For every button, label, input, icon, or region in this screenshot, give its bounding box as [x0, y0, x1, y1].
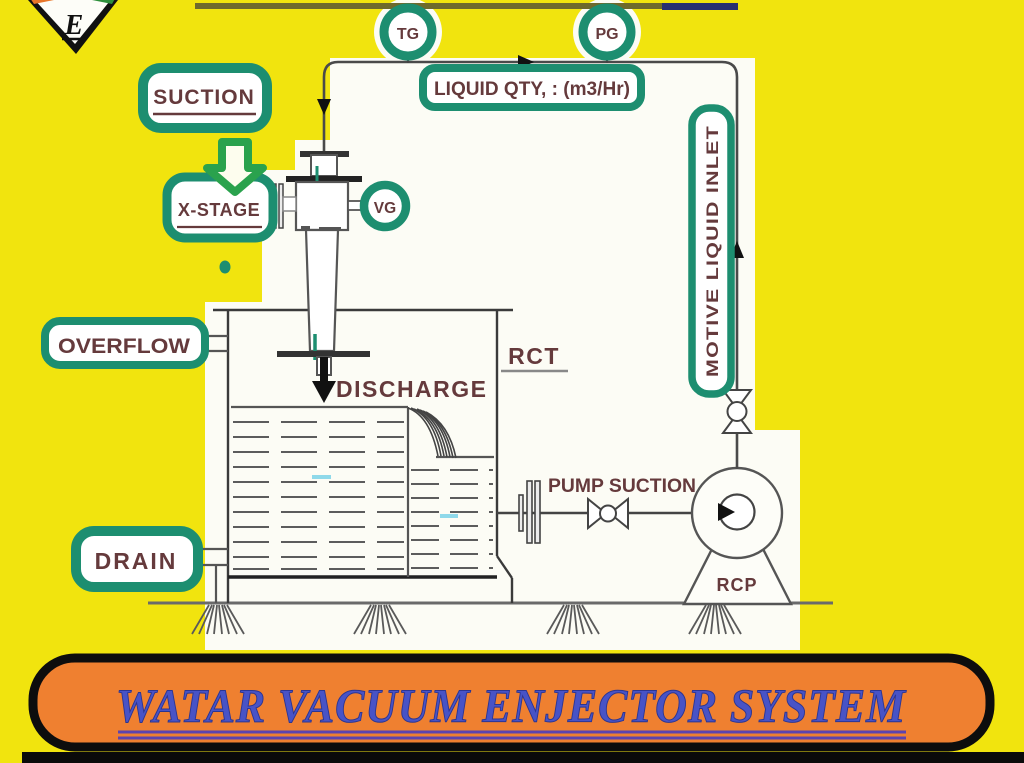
top-left-elbow	[322, 60, 339, 78]
pump-suction-valve	[587, 496, 629, 531]
gauges: TG PG VG	[359, 3, 636, 232]
tank-right-chamfer	[496, 555, 513, 579]
discharge-flange	[277, 351, 370, 357]
ejector-assembly	[271, 151, 370, 403]
water-dashes-right	[411, 469, 493, 569]
ejector-diffuser-pipe	[304, 228, 340, 353]
logo-orange-corner	[31, 0, 54, 4]
liquid-qty-tag: LIQUID QTY, : (m3/Hr)	[419, 64, 645, 111]
waterfall-over-weir	[407, 407, 457, 459]
pg-label: PG	[595, 26, 618, 43]
discharge-arrow-head-icon	[312, 381, 336, 403]
motive-liquid-inlet-label: MOTIVE LIQUID INLET	[703, 125, 722, 377]
pump-suction-label: PUMP SUCTION	[548, 476, 696, 497]
rct-label: RCT	[508, 343, 560, 369]
rcp-label: RCP	[716, 575, 757, 595]
earth-hatch-tank	[353, 604, 407, 635]
overflow-box	[41, 317, 209, 369]
motive-liquid-inlet-tag: MOTIVE LIQUID INLET	[688, 104, 735, 398]
liquid-qty-box	[419, 64, 645, 111]
recirculation-pump: RCP	[682, 466, 793, 606]
tank-water	[231, 405, 494, 577]
flow-arrow-down-icon	[317, 99, 331, 115]
valve-wheel	[726, 401, 748, 422]
logo-diamond	[34, 0, 111, 44]
title-banner: WATAR VACUUM ENJECTOR SYSTEM	[28, 653, 995, 752]
pump-flow-arrow-icon	[718, 503, 735, 521]
title-text: WATAR VACUUM ENJECTOR SYSTEM	[116, 680, 907, 733]
ejector-neck	[310, 154, 338, 177]
logo-letter: E	[64, 10, 84, 41]
green-dot	[219, 260, 231, 274]
suction-tag: SUCTION	[138, 63, 272, 133]
suction-connector	[282, 196, 297, 212]
temperature-gauge-icon	[379, 3, 437, 61]
top-right-elbow	[721, 60, 739, 78]
earth-hatch-left	[191, 604, 245, 635]
x-stage-label: X-STAGE	[178, 200, 260, 220]
liquid-qty-label: LIQUID QTY, : (m3/Hr)	[434, 79, 630, 100]
top-olive-line	[195, 3, 665, 9]
ejector-body	[294, 180, 350, 232]
earth-hatch-pump	[688, 604, 742, 635]
vacuum-gauge-icon	[359, 180, 411, 232]
title-box	[28, 653, 995, 752]
green-down-arrow-icon	[203, 138, 267, 196]
top-navy-line	[662, 3, 738, 10]
drain-label: DRAIN	[95, 548, 178, 574]
valve-wheel	[599, 504, 617, 523]
logo-green-corner	[92, 0, 115, 4]
pressure-gauge-icon	[578, 3, 636, 61]
discharge-arrow-shaft	[320, 357, 328, 383]
tg-label: TG	[397, 26, 419, 43]
suction-flange	[518, 480, 541, 544]
motive-inlet-valve	[721, 389, 753, 434]
bottom-black-bar	[22, 752, 1024, 763]
motive-liquid-inlet-box	[688, 104, 735, 398]
drain-box	[71, 526, 203, 592]
corner-logo: E	[28, 0, 118, 54]
suction-label: SUCTION	[153, 86, 255, 109]
vg-tap-stub	[347, 200, 362, 211]
earth-hatch-mid	[546, 604, 600, 635]
discharge-label: DISCHARGE	[336, 376, 488, 402]
ejector-main-flange	[286, 176, 362, 182]
recirculation-tank	[213, 308, 514, 603]
overflow-label: OVERFLOW	[58, 335, 190, 358]
overflow-tag: OVERFLOW	[41, 317, 209, 369]
x-stage-tag: X-STAGE	[162, 172, 278, 243]
drain-tag: DRAIN	[71, 526, 203, 592]
ejector-foot-left	[301, 226, 310, 231]
water-dashes-left	[233, 421, 404, 570]
vg-label: VG	[374, 200, 396, 217]
earth-hatch-marks	[191, 604, 742, 635]
